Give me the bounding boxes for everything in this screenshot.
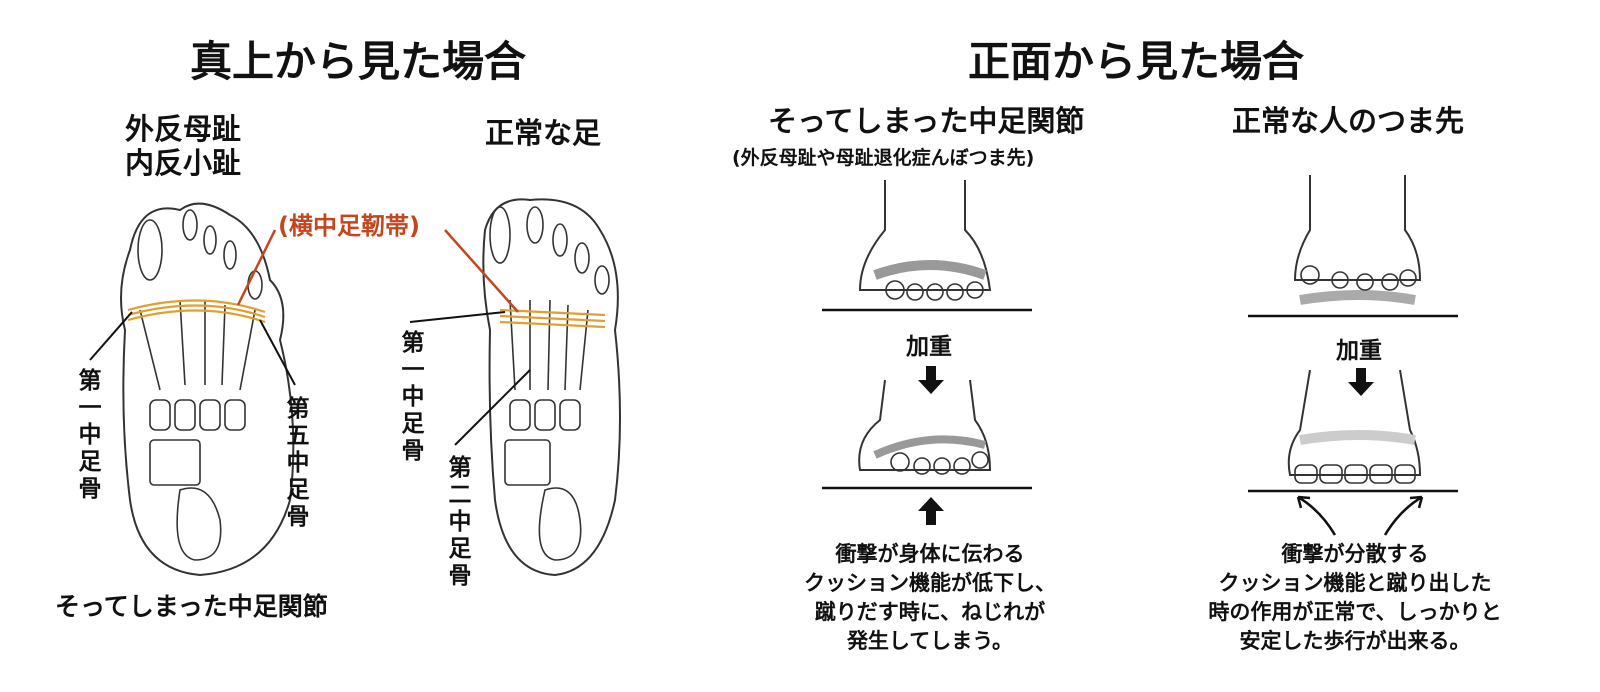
desc-line: 蹴りだす時に、ねじれが xyxy=(814,600,1046,624)
up-arrow-icon xyxy=(918,497,944,525)
normal-front-heading: 正常な人のつま先 xyxy=(1232,104,1465,138)
foot-outline-normal xyxy=(482,198,621,577)
abnormal-heading-line2: 内反小趾 xyxy=(125,146,242,180)
desc-line: 時の作用が正常で、しっかりと xyxy=(1208,600,1502,624)
ligament-pointer xyxy=(444,229,519,313)
label-first-metatarsal: 第一中足骨 xyxy=(397,330,423,465)
label-first-metatarsal: 第一中足骨 xyxy=(74,368,100,503)
ligament-label: (横中足靭帯) xyxy=(278,212,420,240)
load-label: 加重 xyxy=(1336,338,1382,364)
abnormal-front-heading: そってしまった中足関節 xyxy=(768,104,1085,138)
down-arrow-icon xyxy=(918,366,944,394)
top-view-title: 真上から見た場合 xyxy=(190,37,527,86)
front-view-title: 正面から見た場合 xyxy=(968,37,1305,86)
front-foot-abnormal-top xyxy=(858,180,992,291)
abnormal-front-subheading: (外反母趾や母趾退化症んぼつま先) xyxy=(732,147,1035,169)
desc-line: 安定した歩行が出来る。 xyxy=(1239,629,1471,653)
abnormal-heading-line1: 外反母趾 xyxy=(125,112,242,146)
desc-line: 衝撃が身体に伝わる xyxy=(835,542,1025,566)
normal-description: 衝撃が分散する クッション機能と蹴り出した 時の作用が正常で、しっかりと 安定し… xyxy=(1190,540,1520,656)
down-arrow-icon xyxy=(1348,368,1374,396)
curved-arrows-icon xyxy=(1296,495,1424,536)
label-fifth-metatarsal: 第五中足骨 xyxy=(282,396,308,531)
load-label: 加重 xyxy=(906,334,952,360)
foot-outline-abnormal xyxy=(120,202,295,577)
label-second-metatarsal: 第二中足骨 xyxy=(444,455,470,590)
normal-heading: 正常な足 xyxy=(485,116,602,150)
desc-line: クッション機能が低下し、 xyxy=(804,571,1056,595)
desc-line: 衝撃が分散する xyxy=(1281,542,1429,566)
abnormal-description: 衝撃が身体に伝わる クッション機能が低下し、 蹴りだす時に、ねじれが 発生してし… xyxy=(775,540,1085,656)
front-foot-normal-top xyxy=(1293,175,1422,281)
desc-line: クッション機能と蹴り出した xyxy=(1218,571,1492,595)
ligament-pointer xyxy=(236,229,277,306)
transverse-metatarsal-ligament xyxy=(127,299,606,329)
top-view-caption: そってしまった中足関節 xyxy=(55,592,328,621)
desc-line: 発生してしまう。 xyxy=(846,629,1014,653)
